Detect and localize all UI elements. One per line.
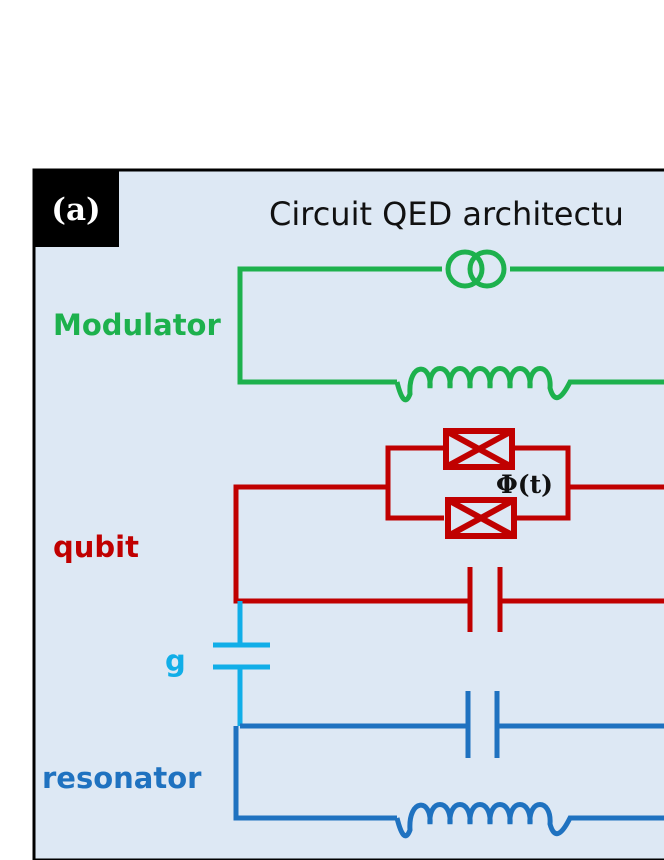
resonator-label: resonator bbox=[42, 761, 202, 795]
capacitor-icon bbox=[213, 642, 270, 670]
resonator-wire bbox=[233, 723, 664, 821]
diagram-title: Circuit QED architectu bbox=[269, 195, 624, 233]
squid-loop bbox=[385, 445, 571, 521]
coupling-capacitor bbox=[213, 601, 270, 726]
mutual-coupler-icon bbox=[445, 249, 507, 289]
qubit-circuit bbox=[233, 428, 664, 632]
panel-tag: (a) bbox=[33, 169, 119, 247]
modulator-circuit bbox=[237, 249, 664, 403]
modulator-top-wire bbox=[237, 266, 664, 385]
resonator-circuit bbox=[233, 691, 664, 839]
modulator-label: Modulator bbox=[53, 308, 221, 342]
panel-tag-text: (a) bbox=[51, 192, 100, 228]
qubit-label: qubit bbox=[53, 530, 139, 564]
josephson-junction-icon bbox=[445, 497, 517, 539]
inductor-icon bbox=[394, 802, 664, 839]
diagram-panel bbox=[32, 168, 664, 860]
coupling-label: g bbox=[165, 644, 186, 678]
qubit-wire bbox=[233, 484, 664, 604]
inductor-icon bbox=[394, 366, 664, 403]
capacitor-icon bbox=[465, 691, 500, 758]
flux-label: Φ(t) bbox=[496, 470, 553, 499]
capacitor-icon bbox=[467, 567, 503, 632]
josephson-junction-icon bbox=[443, 428, 515, 470]
